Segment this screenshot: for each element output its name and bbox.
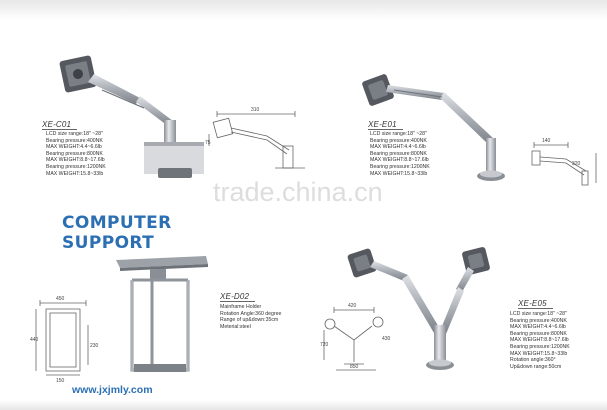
- spec-line: Bearing pressure:1200NK: [510, 343, 570, 350]
- xe-e05-product-image: [347, 247, 490, 370]
- spec-line: MAX WEIGHT:8.8~17.6lb: [510, 337, 569, 344]
- xe-e01-product-image: [362, 74, 505, 181]
- xe-d02-product-image: [116, 256, 208, 372]
- xe-c01-dimension-drawing: 310 75: [205, 107, 305, 169]
- spec-line: MAX WEIGHT:4.4~6.6lb: [46, 144, 102, 151]
- spec-line: LCD size range:18" ~28": [46, 131, 103, 137]
- watermark-text: trade.china.cn: [213, 177, 383, 207]
- xe-e05-specs: LCD size range:18" ~28" Bearing pressure…: [510, 311, 570, 370]
- spec-line: Up&down range:50cm: [510, 363, 562, 370]
- computer-support-heading-line2: SUPPORT: [62, 233, 155, 253]
- spec-line: Bearing pressure:1200NK: [370, 163, 430, 170]
- spec-line: Mainframe Holder: [220, 304, 262, 310]
- dim-label: 850: [350, 364, 359, 370]
- spec-line: Bearing pressure:800NK: [370, 150, 427, 157]
- spec-line: MAX WEIGHT:8.8~17.6lb: [46, 157, 105, 164]
- bottom-shade: [0, 400, 607, 410]
- spec-line: Range of up&down:35cm: [220, 317, 279, 324]
- xe-e01-model: XE-E01: [368, 120, 403, 130]
- computer-support-heading-line1: COMPUTER: [62, 213, 172, 233]
- website-link[interactable]: www.jxjmly.com: [72, 384, 153, 396]
- xe-d02-dimension-drawing: 450 440 150 230: [30, 296, 99, 383]
- xe-e05-dimension-drawing: 420 430 720 850: [320, 303, 391, 371]
- spec-line: Bearing pressure:800NK: [46, 150, 103, 157]
- dim-label: 720: [320, 342, 329, 348]
- spec-line: Bearing pressure:400NK: [370, 137, 427, 144]
- dim-label: 440: [30, 337, 39, 343]
- spec-line: Bearing pressure:1200NK: [46, 163, 106, 170]
- spec-line: MAX WEIGHT:8.8~17.6lb: [370, 157, 429, 164]
- xe-d02-specs: Mainframe Holder Rotation Angle:360 degr…: [220, 304, 281, 330]
- vesa-plate: [59, 55, 97, 93]
- xe-c01-model: XE-C01: [42, 120, 78, 130]
- dim-label: 230: [90, 343, 99, 349]
- dim-label: 430: [382, 336, 391, 342]
- dim-label: 420: [348, 303, 357, 309]
- dim-label: 75: [205, 140, 211, 146]
- spec-line: Rotation Angle:360 degree: [220, 310, 282, 317]
- dim-label: 450: [56, 296, 65, 302]
- spec-line: Bearing pressure:800NK: [510, 330, 567, 337]
- xe-c01-specs: LCD size range:18" ~28" Bearing pressure…: [46, 131, 106, 177]
- xe-c01-product-image: [59, 55, 204, 178]
- top-shade: [0, 0, 607, 20]
- dim-label: 320: [572, 161, 581, 167]
- spec-line: MAX WEIGHT:4.4~6.6lb: [510, 324, 566, 331]
- spec-line: Rotation angle:360°: [510, 357, 556, 364]
- dim-label: 310: [251, 107, 260, 113]
- spec-line: MAX WEIGHT:15.8~33lb: [46, 170, 104, 177]
- spec-line: MAX WEIGHT:15.8~33lb: [510, 350, 568, 357]
- spec-line: MAX WEIGHT:4.4~6.6lb: [370, 144, 426, 151]
- spec-line: Meterial:steel: [220, 323, 251, 330]
- xe-d02-model: XE-D02: [220, 292, 256, 302]
- xe-e01-specs: LCD size range:18" ~28" Bearing pressure…: [370, 131, 430, 177]
- xe-e05-model: XE-E05: [518, 299, 553, 309]
- spec-line: Bearing pressure:400NK: [510, 317, 567, 324]
- spec-line: Bearing pressure:400NK: [46, 137, 103, 144]
- xe-e01-dimension-drawing: 140 320: [531, 138, 597, 186]
- spec-line: LCD size range:18" ~28": [510, 311, 567, 317]
- dim-label: 140: [542, 138, 551, 144]
- dim-label: 150: [56, 378, 65, 383]
- spec-line: LCD size range:18" ~28": [370, 131, 427, 137]
- spec-line: MAX WEIGHT:15.8~33lb: [370, 170, 428, 177]
